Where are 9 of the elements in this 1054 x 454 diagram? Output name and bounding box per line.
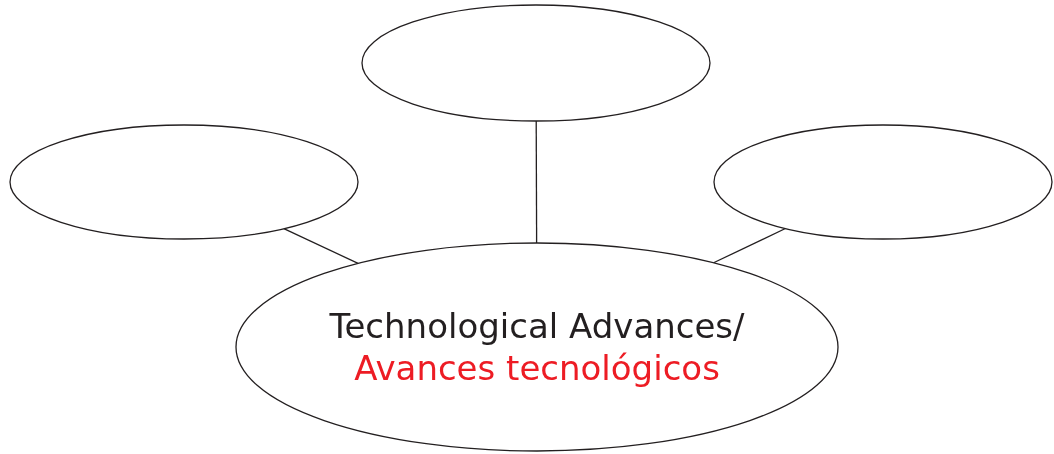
node-label: Avances tecnológicos (354, 347, 720, 390)
oval-node (236, 243, 838, 451)
oval-node (362, 5, 710, 121)
node-label: Technological Advances/ (329, 304, 745, 347)
connector-line (283, 228, 359, 264)
oval-node (10, 125, 358, 239)
connector-line (535, 120, 538, 244)
connector-line (712, 227, 787, 264)
oval-node (714, 125, 1052, 239)
